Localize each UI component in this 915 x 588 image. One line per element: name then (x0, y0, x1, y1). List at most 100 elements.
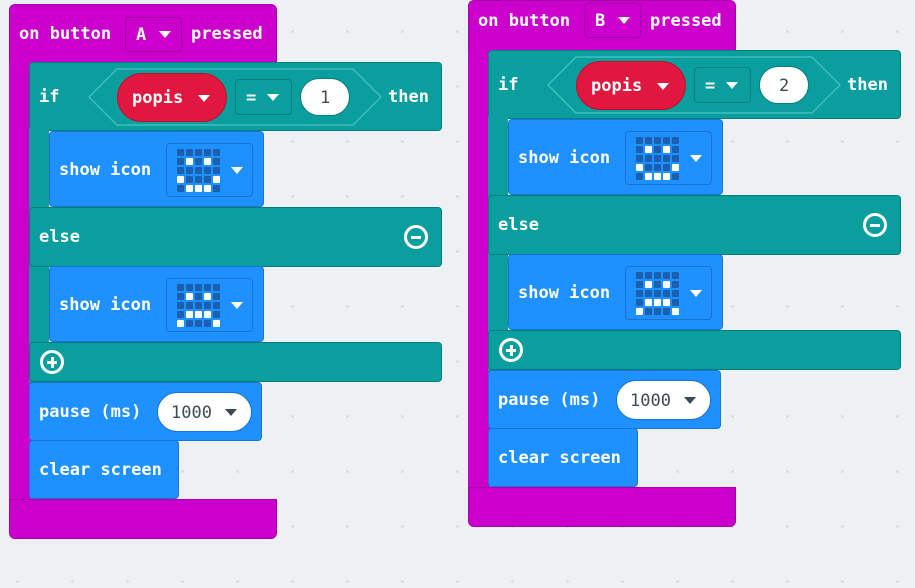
led-pixel (636, 155, 643, 162)
led-pixel (213, 284, 220, 291)
led-pixel (177, 149, 184, 156)
show-icon-label: show icon (518, 283, 611, 303)
led-pixel (654, 299, 661, 306)
event-block-button-a[interactable]: on button A pressed (9, 4, 277, 539)
led-pixel (204, 185, 211, 192)
show-icon-block[interactable]: show icon (508, 119, 723, 195)
led-pixel (195, 302, 202, 309)
chevron-down-icon (159, 31, 171, 38)
led-pixel (186, 149, 193, 156)
clear-screen-block[interactable]: clear screen (29, 440, 179, 499)
led-pixel (213, 176, 220, 183)
led-pixel (213, 293, 220, 300)
button-dropdown[interactable]: B (584, 3, 641, 38)
led-pixel (186, 293, 193, 300)
led-pixel (177, 158, 184, 165)
pause-value: 1000 (630, 391, 671, 411)
pause-block[interactable]: pause (ms) 1000 (29, 382, 262, 441)
led-pixel (177, 320, 184, 327)
compare-value-input[interactable]: 2 (759, 66, 809, 104)
if-footer (488, 330, 901, 370)
remove-else-icon[interactable] (404, 225, 428, 249)
clear-screen-label: clear screen (498, 448, 621, 468)
variable-name: popis (132, 88, 184, 108)
event-footer (468, 487, 736, 527)
variable-popis[interactable]: popis (117, 73, 227, 122)
led-pixel (672, 299, 679, 306)
event-spine (9, 62, 31, 502)
chevron-down-icon (618, 17, 630, 24)
led-pixel (204, 149, 211, 156)
chevron-down-icon (231, 302, 243, 309)
chevron-down-icon (690, 290, 702, 297)
operator-value: = (705, 76, 716, 96)
led-pixel (177, 176, 184, 183)
icon-picker[interactable] (166, 278, 253, 332)
led-pixel (636, 173, 643, 180)
led-pixel (204, 293, 211, 300)
clear-screen-block[interactable]: clear screen (488, 428, 638, 487)
event-spine (468, 50, 490, 490)
operator-dropdown[interactable]: = (694, 67, 751, 103)
show-icon-block[interactable]: show icon (49, 131, 264, 207)
if-block[interactable]: if popis = 2 then (488, 50, 901, 119)
led-pixel (654, 281, 661, 288)
show-icon-block[interactable]: show icon (508, 254, 723, 330)
led-pixel (195, 284, 202, 291)
led-pixel (195, 149, 202, 156)
event-block-button-b[interactable]: on button B pressed (468, 0, 736, 527)
icon-picker[interactable] (625, 131, 712, 185)
chevron-down-icon (225, 409, 237, 416)
pause-duration-dropdown[interactable]: 1000 (616, 380, 711, 420)
operator-dropdown[interactable]: = (235, 79, 292, 115)
operator-value: = (246, 88, 257, 108)
then-label: then (388, 87, 429, 107)
led-pixel (645, 155, 652, 162)
led-pixel (213, 302, 220, 309)
led-pixel (672, 137, 679, 144)
led-pixel (213, 311, 220, 318)
led-pixel (654, 290, 661, 297)
pause-block[interactable]: pause (ms) 1000 (488, 370, 721, 429)
led-pixel (645, 308, 652, 315)
event-footer (9, 499, 277, 539)
compare-value-input[interactable]: 1 (300, 78, 350, 116)
icon-picker[interactable] (625, 266, 712, 320)
sad-face-icon (177, 284, 220, 327)
led-pixel (645, 173, 652, 180)
led-pixel (663, 137, 670, 144)
led-pixel (195, 167, 202, 174)
if-block[interactable]: if popis = 1 then (29, 62, 442, 131)
else-bar: else (488, 195, 901, 255)
led-pixel (672, 290, 679, 297)
led-pixel (645, 137, 652, 144)
button-dropdown[interactable]: A (125, 17, 182, 52)
icon-picker[interactable] (166, 143, 253, 197)
remove-else-icon[interactable] (863, 213, 887, 237)
show-icon-block[interactable]: show icon (49, 266, 264, 342)
led-pixel (195, 176, 202, 183)
led-pixel (186, 176, 193, 183)
led-pixel (177, 167, 184, 174)
led-pixel (663, 272, 670, 279)
add-else-if-icon[interactable] (499, 338, 523, 362)
led-pixel (195, 293, 202, 300)
pause-duration-dropdown[interactable]: 1000 (157, 392, 252, 432)
led-pixel (195, 311, 202, 318)
else-label: else (498, 215, 539, 235)
variable-popis[interactable]: popis (576, 61, 686, 110)
led-pixel (645, 146, 652, 153)
else-label: else (39, 227, 80, 247)
led-pixel (204, 284, 211, 291)
clear-screen-label: clear screen (39, 460, 162, 480)
led-pixel (654, 272, 661, 279)
event-suffix-label: pressed (650, 11, 722, 31)
led-pixel (663, 146, 670, 153)
led-pixel (195, 185, 202, 192)
led-pixel (672, 164, 679, 171)
add-else-if-icon[interactable] (40, 350, 64, 374)
led-pixel (186, 311, 193, 318)
led-pixel (186, 302, 193, 309)
led-pixel (186, 185, 193, 192)
led-pixel (204, 167, 211, 174)
